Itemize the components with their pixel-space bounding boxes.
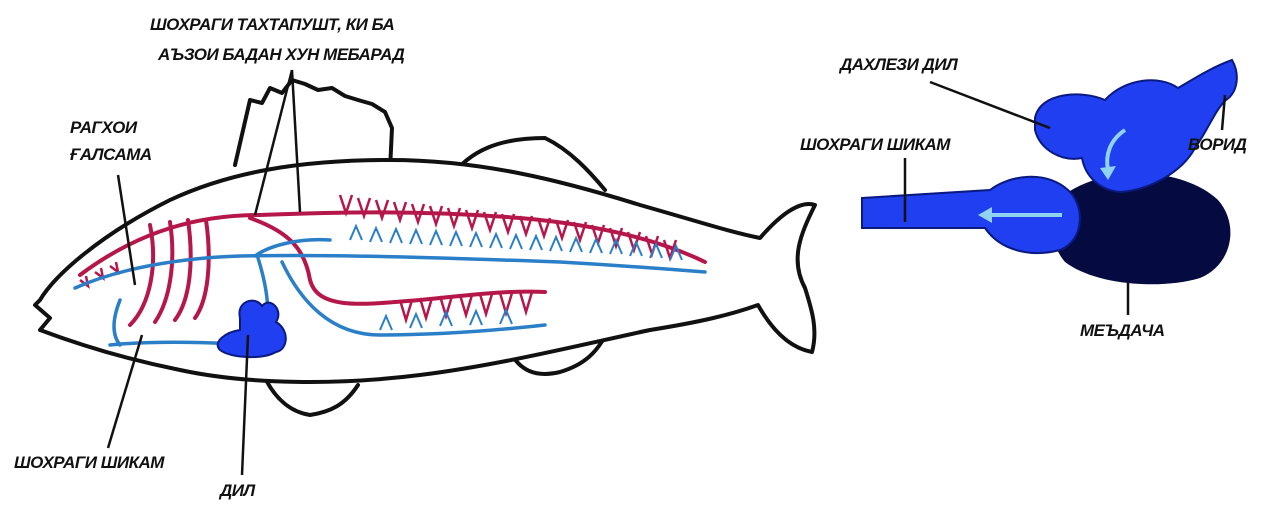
label-dorsal-aorta-line1: ШОХРАГИ ТАХТАПУШТ, КИ БА (150, 15, 395, 34)
label-gill-vessels-line1: РАГХОИ (70, 118, 138, 137)
label-gill-vessels-line2: ҒАЛСАМА (70, 145, 152, 164)
label-ventral-aorta-left: ШОХРАГИ ШИКАМ (14, 453, 165, 472)
heart-detail (862, 60, 1237, 284)
label-heart: ДИЛ (218, 481, 256, 500)
atrium (1035, 60, 1237, 192)
label-vein: ВОРИД (1188, 135, 1247, 154)
label-atrium: ДАХЛЕЗИ ДИЛ (838, 55, 958, 74)
label-dorsal-aorta-line2: АЪЗОИ БАДАН ХУН МЕБАРАД (157, 45, 405, 64)
dorsal-fin (235, 80, 392, 170)
label-ventral-aorta-right: ШОХРАГИ ШИКАМ (800, 135, 951, 154)
label-ventricle: МЕЪДАЧА (1080, 321, 1165, 340)
